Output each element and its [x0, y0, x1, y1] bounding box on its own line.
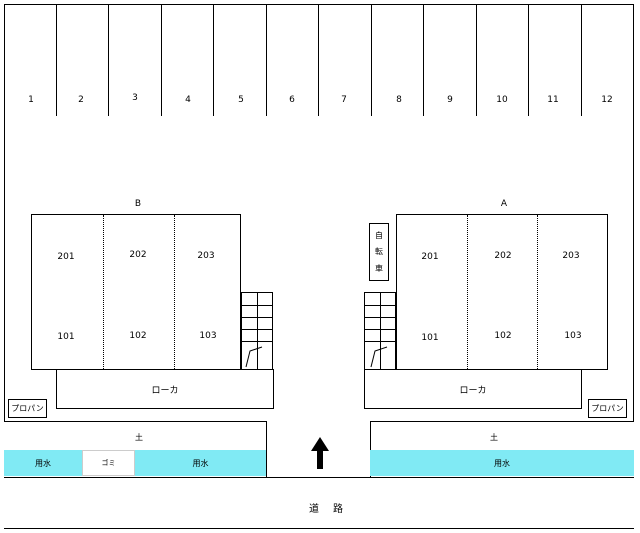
- unit-a-201: 201: [421, 252, 439, 262]
- propane-left: プロパン: [8, 399, 47, 418]
- stall-divider: [581, 4, 582, 116]
- unit-b-103: 103: [199, 331, 217, 341]
- stall-number: 12: [601, 95, 613, 105]
- corridor-b: ローカ: [56, 369, 274, 409]
- stall-number: 2: [78, 95, 84, 105]
- building-a-label: A: [500, 199, 508, 209]
- unit-b-202: 202: [129, 250, 147, 260]
- bicycle-parking: 自 転 車: [369, 223, 389, 281]
- building-b: 201 202 203 101 102 103: [31, 214, 241, 370]
- stair-arrow-icon: [245, 346, 263, 368]
- stall-divider: [161, 4, 162, 116]
- waterway-left: 用水: [4, 450, 82, 476]
- stall-number: 9: [447, 95, 453, 105]
- entrance-edge: [266, 421, 267, 478]
- garbage-area: ゴミ: [82, 450, 135, 476]
- site-boundary: [4, 421, 266, 422]
- corridor-a: ローカ: [364, 369, 582, 409]
- unit-divider: [537, 215, 538, 369]
- stall-divider: [318, 4, 319, 116]
- entrance-edge: [370, 421, 371, 478]
- arrow-up-icon: [311, 437, 329, 469]
- road-edge-bottom: [4, 528, 634, 529]
- building-b-label: B: [134, 199, 142, 209]
- stall-divider: [423, 4, 424, 116]
- stall-number: 11: [547, 95, 559, 105]
- unit-a-102: 102: [494, 331, 512, 341]
- bicycle-char: 転: [375, 247, 383, 257]
- waterway-middle: 用水: [135, 450, 266, 476]
- unit-b-203: 203: [197, 251, 215, 261]
- stall-divider: [371, 4, 372, 116]
- unit-a-103: 103: [564, 331, 582, 341]
- stall-number: 5: [238, 95, 244, 105]
- stall-number: 4: [185, 95, 191, 105]
- unit-b-102: 102: [129, 331, 147, 341]
- site-frame: [4, 4, 634, 422]
- site-boundary: [370, 421, 634, 422]
- stall-number: 7: [341, 95, 347, 105]
- bicycle-char: 自: [375, 230, 383, 240]
- stall-number: 10: [496, 95, 508, 105]
- stall-divider: [213, 4, 214, 116]
- stairs-a: [364, 292, 396, 370]
- unit-divider: [467, 215, 468, 369]
- stairs-b: [241, 292, 273, 370]
- stall-number: 3: [132, 93, 138, 103]
- stall-divider: [108, 4, 109, 116]
- unit-a-203: 203: [562, 251, 580, 261]
- bicycle-char: 車: [375, 264, 383, 274]
- road-label: 道路: [309, 504, 357, 515]
- road-edge-top: [4, 477, 634, 478]
- stall-divider: [266, 4, 267, 116]
- stall-number: 6: [289, 95, 295, 105]
- unit-divider: [174, 215, 175, 369]
- stall-divider: [476, 4, 477, 116]
- unit-a-101: 101: [421, 333, 439, 343]
- stall-number: 8: [396, 95, 402, 105]
- unit-b-201: 201: [57, 252, 75, 262]
- stair-arrow-icon: [370, 346, 388, 368]
- building-a: 201 202 203 101 102 103: [396, 214, 608, 370]
- stall-divider: [56, 4, 57, 116]
- unit-a-202: 202: [494, 251, 512, 261]
- soil-left: 土: [135, 433, 143, 442]
- stall-divider: [528, 4, 529, 116]
- unit-b-101: 101: [57, 332, 75, 342]
- waterway-right: 用水: [370, 450, 634, 476]
- unit-divider: [103, 215, 104, 369]
- stall-number: 1: [28, 95, 34, 105]
- propane-right: プロパン: [588, 399, 627, 418]
- soil-right: 土: [490, 433, 498, 442]
